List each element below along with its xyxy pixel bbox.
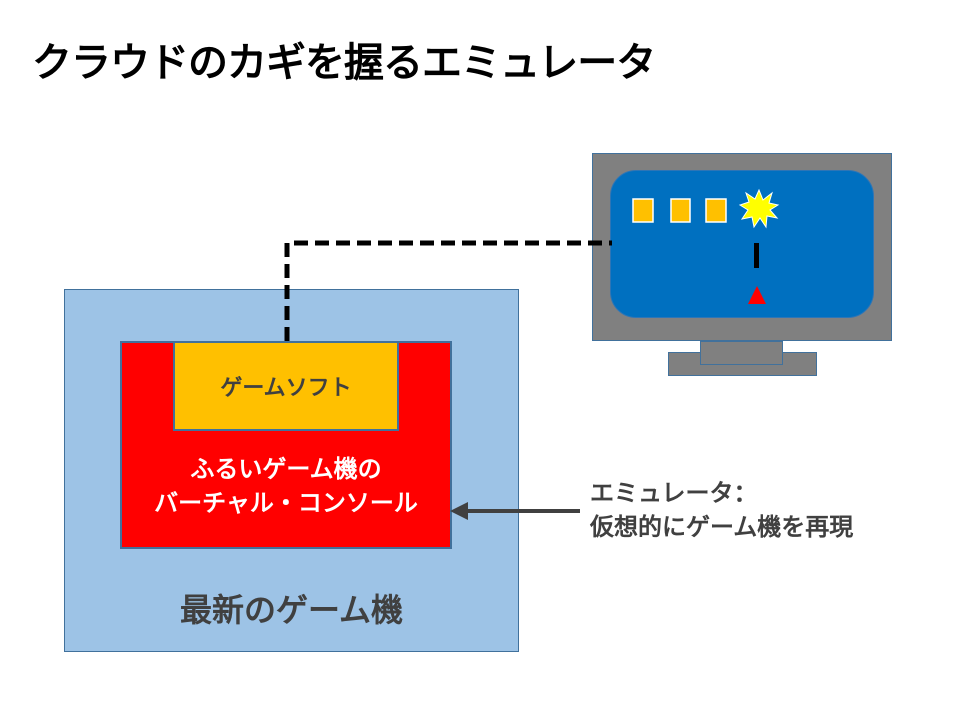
game-software-box: ゲームソフト: [173, 341, 399, 431]
explosion-icon: [738, 188, 780, 229]
game-block: [670, 198, 691, 223]
bullet-icon: [754, 243, 759, 268]
callout-line2: 仮想的にゲーム機を再現: [590, 513, 854, 541]
virtual-console-label: ふるいゲーム機の バーチャル・コンソール: [120, 452, 452, 520]
latest-console-label: 最新のゲーム機: [179, 591, 404, 629]
callout-arrow-head: [450, 502, 468, 520]
game-block: [632, 198, 654, 223]
monitor-stand: [700, 341, 783, 365]
slide-title: クラウドのカギを握るエミュレータ: [32, 40, 656, 86]
virtual-console-label-line1: ふるいゲーム機の: [190, 455, 382, 483]
monitor-screen: [610, 170, 874, 318]
player-ship-icon: [748, 286, 766, 304]
virtual-console-label-line2: バーチャル・コンソール: [154, 489, 418, 517]
game-block: [705, 198, 727, 223]
callout-line1: エミュレータ：: [590, 479, 758, 507]
dashed-connector: [284, 240, 612, 341]
emulator-callout: エミュレータ： 仮想的にゲーム機を再現: [590, 476, 853, 544]
game-software-label: ゲームソフト: [220, 376, 352, 401]
